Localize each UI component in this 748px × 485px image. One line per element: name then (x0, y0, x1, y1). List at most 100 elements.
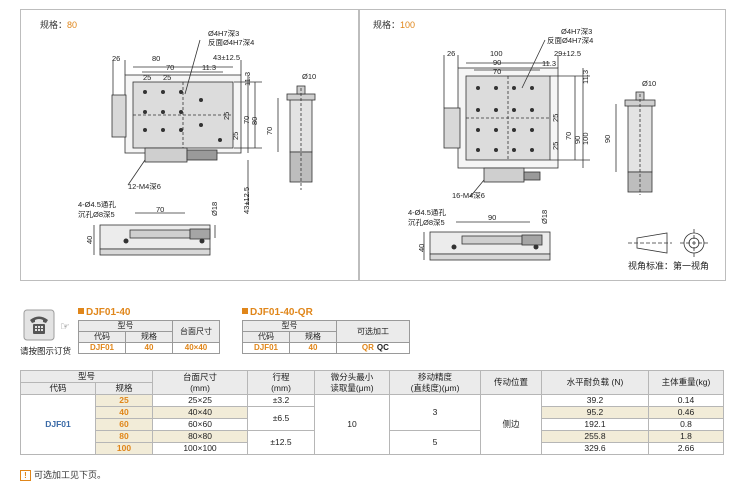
dim-d10-r: Ø10 (642, 79, 657, 88)
cell-micro: 10 (314, 394, 390, 455)
order-table-1: 型号 台面尺寸 代码 规格 DJF01 40 40×40 (78, 320, 220, 354)
cell-size: 60×60 (152, 418, 248, 431)
dim-hole-top-r: Ø4H7深3 (561, 27, 593, 36)
cell-weight: 0.46 (648, 406, 724, 419)
dim-29-r: 29±12.5 (554, 49, 582, 58)
order1-h-spec: 规格 (125, 331, 173, 343)
order2-spec: 40 (289, 342, 337, 354)
order2-code: DJF01 (242, 342, 290, 354)
cell-spec: 25 (95, 394, 153, 407)
cell-stroke: ±12.5 (247, 430, 315, 455)
warning-icon: ! (20, 470, 31, 481)
pointer-icon: ☞ (60, 321, 70, 333)
order-title-2: DJF01-40-QR (242, 307, 313, 318)
dim-d18-r: Ø18 (540, 209, 549, 224)
dim-bolt-r: 4-Ø4.5通孔 (408, 208, 446, 217)
dim-100-r: 100 (490, 49, 503, 58)
dim-hole-rev: 反面Ø4H7深4 (208, 38, 255, 47)
order1-size: 40×40 (172, 342, 220, 354)
th-weight: 主体重量(kg) (648, 370, 724, 395)
th-spec: 规格 (95, 382, 153, 395)
dim-hole-top: Ø4H7深3 (208, 29, 240, 38)
th-micro: 微分头最小读取量(μm) (314, 370, 390, 395)
dim-100-v-r: 100 (581, 132, 590, 145)
th-prec: 移动精度(直线度)(μm) (389, 370, 481, 395)
cell-prec: 3 (389, 394, 481, 431)
th-load: 水平耐负载 (N) (541, 370, 649, 395)
dim-cbore: 沉孔Ø8深5 (78, 210, 115, 219)
drawing-frame-right (358, 9, 726, 281)
dim-90-r: 90 (493, 58, 502, 67)
th-size: 台面尺寸(mm) (152, 370, 248, 395)
order1-spec: 40 (125, 342, 173, 354)
dim-26-r: 26 (447, 49, 456, 58)
cell-size: 100×100 (152, 442, 248, 455)
dim-11-3: 11.3 (202, 63, 217, 72)
cell-load: 329.6 (541, 442, 649, 455)
cell-load: 192.1 (541, 418, 649, 431)
dim-cbore-r: 沉孔Ø8深5 (408, 218, 445, 227)
cell-spec: 60 (95, 418, 153, 431)
cell-weight: 0.8 (648, 418, 724, 431)
th-code: 代码 (20, 382, 96, 395)
cell-code: DJF01 (20, 394, 96, 455)
cell-spec: 80 (95, 430, 153, 443)
dim-80: 80 (152, 54, 161, 63)
dim-40-r: 40 (417, 243, 426, 252)
dim-d10: Ø10 (302, 72, 317, 81)
order2-h-opt: 可选加工 (336, 320, 410, 343)
projection-note: 视角标准：第一视角 (628, 261, 710, 271)
cell-drive: 侧边 (480, 394, 542, 455)
dim-11-3-r: 11.3 (542, 59, 557, 68)
cell-load: 255.8 (541, 430, 649, 443)
technical-drawing-right (423, 39, 708, 261)
phone-icon (23, 309, 55, 341)
dim-90-bottom-r: 90 (488, 213, 497, 222)
spec-label-right: 规格：100 (373, 20, 416, 30)
cell-stroke: ±3.2 (247, 394, 315, 407)
dim-70: 70 (166, 63, 175, 72)
dim-70-r: 70 (493, 67, 502, 76)
order-hint: 请按图示订货 (20, 346, 72, 356)
th-model: 型号 (20, 370, 153, 383)
spec-label-left: 规格：80 (40, 20, 78, 30)
cell-spec: 40 (95, 406, 153, 419)
th-drive: 传动位置 (480, 370, 542, 395)
order2-opt-qr: QR (335, 342, 377, 354)
dim-25-v1-r: 25 (551, 113, 560, 122)
order-title-1: DJF01-40 (78, 307, 130, 318)
cell-weight: 1.8 (648, 430, 724, 443)
dim-25a: 25 (143, 73, 152, 82)
cell-weight: 2.66 (648, 442, 724, 455)
order1-h-model: 型号 (78, 320, 173, 332)
dim-m4-r: 16-M4深6 (452, 191, 485, 200)
dim-25b: 25 (163, 73, 172, 82)
cell-size: 80×80 (152, 430, 248, 443)
dim-43: 43±12.5 (213, 53, 241, 62)
cell-load: 95.2 (541, 406, 649, 419)
cell-size: 25×25 (152, 394, 248, 407)
order2-h-model: 型号 (242, 320, 337, 332)
th-stroke: 行程(mm) (247, 370, 315, 395)
dim-70-v-r: 70 (564, 131, 573, 140)
cell-spec: 100 (95, 442, 153, 455)
drawing-frame-left (20, 9, 360, 281)
dim-hole-rev-r: 反面Ø4H7深4 (547, 36, 594, 45)
cell-size: 40×40 (152, 406, 248, 419)
order1-code: DJF01 (78, 342, 126, 354)
order1-h-size: 台面尺寸 (172, 320, 220, 343)
dim-25-v2-r: 25 (551, 141, 560, 150)
technical-drawing-left (93, 39, 316, 256)
order2-h-spec: 规格 (289, 331, 337, 343)
dim-bolt: 4-Ø4.5通孔 (78, 200, 116, 209)
order2-opt-qc: QC (376, 342, 410, 354)
cell-prec: 5 (389, 430, 481, 455)
order-table-2: 型号 可选加工 代码 规格 DJF01 40 QR QC (242, 320, 410, 354)
cell-load: 39.2 (541, 394, 649, 407)
dim-11-3-v-r: 11.3 (581, 69, 590, 84)
order2-h-code: 代码 (242, 331, 290, 343)
cell-weight: 0.14 (648, 394, 724, 407)
dim-m4: 12-M4深6 (128, 182, 161, 191)
dim-90-side-r: 90 (603, 134, 612, 143)
dim-70-bottom: 70 (156, 205, 165, 214)
